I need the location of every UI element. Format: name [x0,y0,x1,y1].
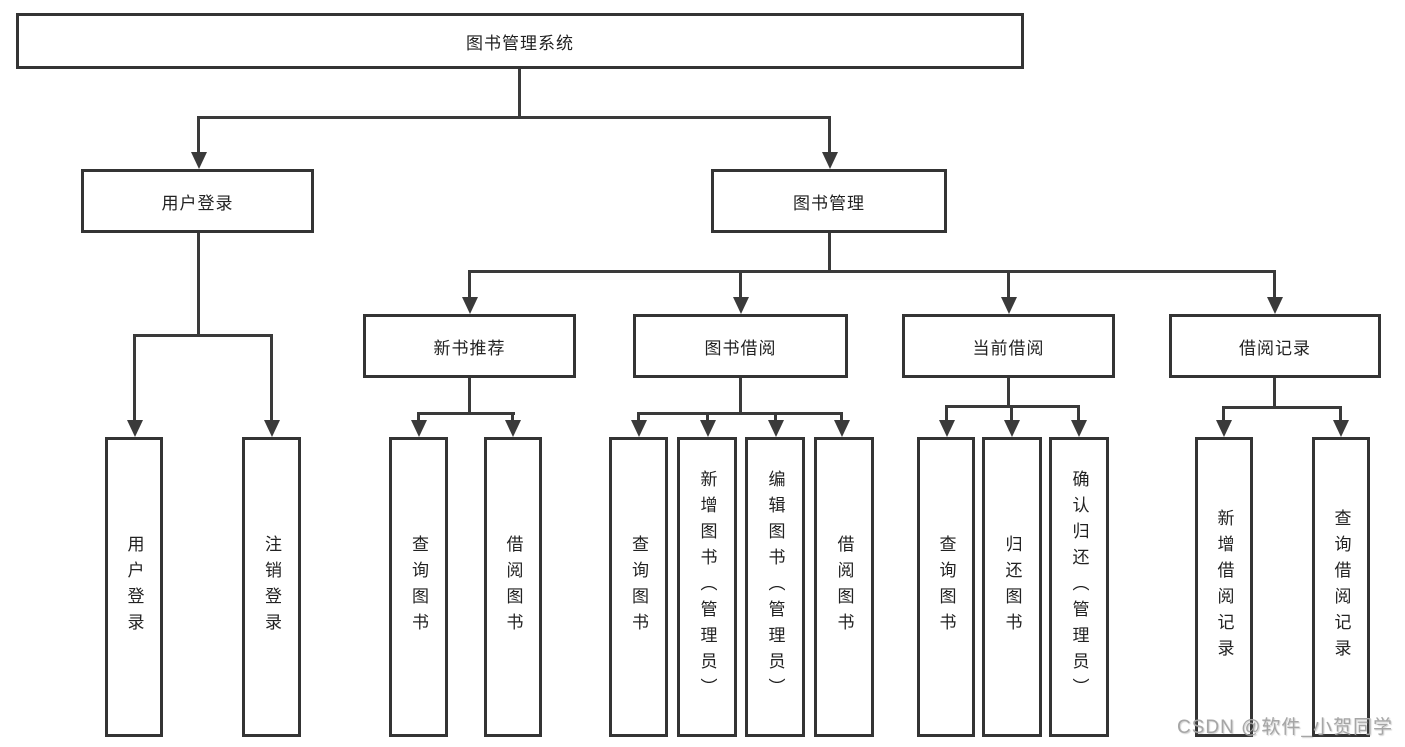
connector-line [417,412,420,422]
node-current-borrowing: 当前借阅 [902,314,1115,378]
connector-line [774,412,777,422]
connector-line [637,412,843,415]
arrow-down-icon [768,420,784,437]
arrow-down-icon [822,152,838,169]
connector-line [1273,270,1276,298]
arrow-down-icon [1004,420,1020,437]
node-leaf-confirm-return-admin: 确认归还（管理员） [1049,437,1109,737]
node-leaf-return-books: 归还图书 [982,437,1042,737]
arrow-down-icon [834,420,850,437]
arrow-down-icon [1267,297,1283,314]
csdn-watermark: CSDN @软件_小贺同学 [1177,717,1393,738]
node-label: 归还图书 [1002,535,1022,639]
connector-line [739,270,742,298]
connector-line [197,116,831,119]
connector-line [828,233,831,273]
connector-line [828,116,831,155]
node-label: 用户登录 [124,535,144,639]
node-label: 新增图书（管理员） [697,470,717,704]
node-label: 图书借阅 [704,338,777,358]
node-leaf-borrow-books-recommend: 借阅图书 [484,437,542,737]
node-leaf-user-login: 用户登录 [105,437,163,737]
node-leaf-edit-books-admin: 编辑图书（管理员） [745,437,805,737]
node-label: 确认归还（管理员） [1069,470,1089,704]
node-label: 注销登录 [262,535,281,639]
node-new-book-recommend: 新书推荐 [363,314,576,378]
connector-line [1010,405,1013,422]
node-leaf-query-books-recommend: 查询图书 [389,437,448,737]
arrow-down-icon [1216,420,1232,437]
arrow-down-icon [505,420,521,437]
arrow-down-icon [939,420,955,437]
node-leaf-logout: 注销登录 [242,437,301,737]
node-label: 查询图书 [629,535,648,639]
connector-line [417,412,515,415]
arrow-down-icon [462,297,478,314]
arrow-down-icon [733,297,749,314]
connector-line [840,412,843,422]
connector-line [511,412,514,422]
connector-line [1273,378,1276,409]
arrow-down-icon [127,420,143,437]
connector-line [1007,270,1010,298]
node-label: 当前借阅 [972,338,1045,358]
arrow-down-icon [631,420,647,437]
arrow-down-icon [1001,297,1017,314]
node-leaf-borrow-books: 借阅图书 [814,437,874,737]
arrow-down-icon [264,420,280,437]
connector-line [468,270,471,298]
arrow-down-icon [700,420,716,437]
node-leaf-add-books-admin: 新增图书（管理员） [677,437,737,737]
node-label: 查询借阅记录 [1331,509,1351,665]
node-label: 图书管理 [793,193,865,213]
arrow-down-icon [411,420,427,437]
node-leaf-query-borrow-record: 查询借阅记录 [1312,437,1370,737]
node-borrowing-records: 借阅记录 [1169,314,1381,378]
node-library-management-system: 图书管理系统 [16,13,1024,69]
node-leaf-add-borrow-record: 新增借阅记录 [1195,437,1253,737]
node-label: 查询图书 [936,535,956,639]
node-label: 用户登录 [161,193,234,213]
node-leaf-query-books-current: 查询图书 [917,437,975,737]
connector-line [739,378,742,415]
connector-line [1339,406,1342,422]
arrow-down-icon [191,152,207,169]
node-label: 查询图书 [409,535,428,639]
arrow-down-icon [1333,420,1349,437]
connector-line [518,69,521,118]
connector-line [1222,406,1340,409]
arrow-down-icon [1071,420,1087,437]
node-label: 借阅记录 [1239,338,1311,358]
node-label: 新书推荐 [433,338,506,358]
node-user-login: 用户登录 [81,169,314,233]
connector-line [468,378,471,415]
connector-line [197,233,200,337]
node-label: 编辑图书（管理员） [765,470,785,704]
connector-line [270,334,273,420]
connector-line [706,412,709,422]
connector-line [133,334,273,337]
connector-line [133,334,136,420]
node-book-borrowing: 图书借阅 [633,314,848,378]
connector-line [1007,378,1010,408]
node-label: 新增借阅记录 [1214,509,1234,665]
connector-line [637,412,640,422]
connector-line [197,116,200,155]
node-leaf-query-books-borrowing: 查询图书 [609,437,668,737]
connector-line [1222,406,1225,422]
connector-line [945,405,948,422]
node-book-management: 图书管理 [711,169,947,233]
node-label: 借阅图书 [834,535,854,639]
connector-line [468,270,1276,273]
node-label: 图书管理系统 [466,33,574,53]
node-label: 借阅图书 [503,535,523,639]
connector-line [1077,405,1080,422]
